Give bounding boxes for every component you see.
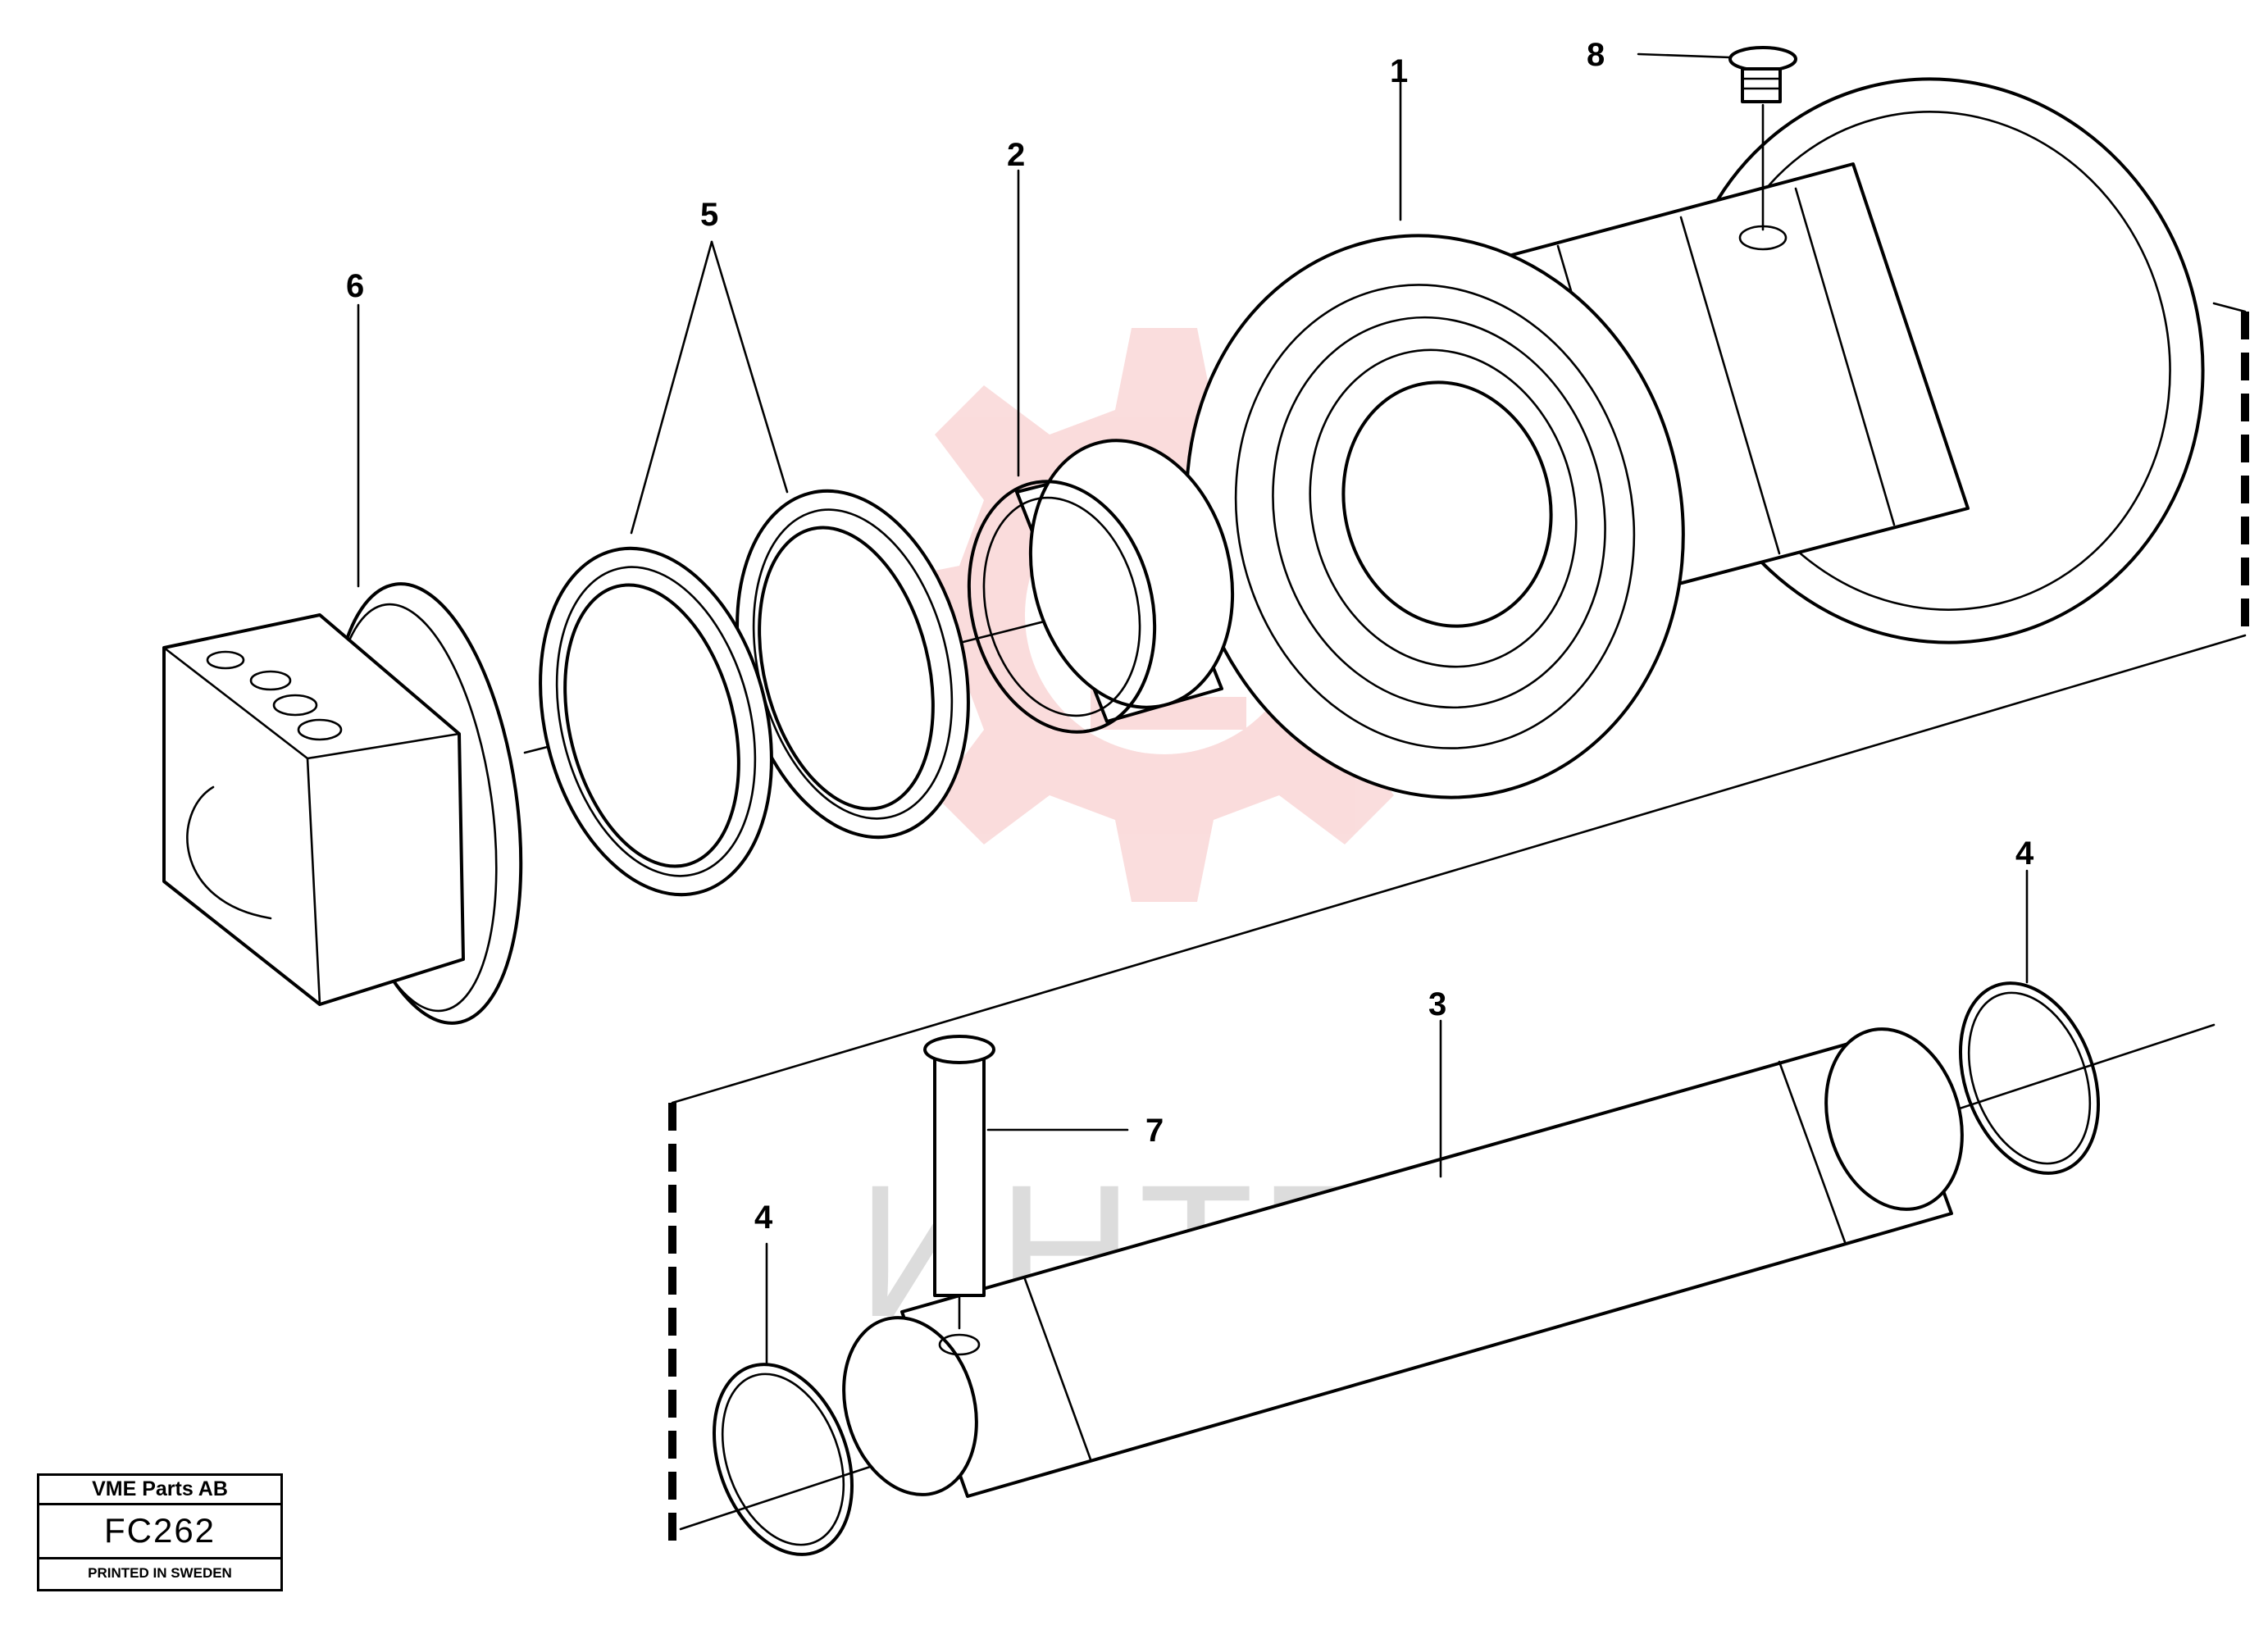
o-ring-left xyxy=(712,1363,854,1556)
callout-2: 2 xyxy=(1007,137,1025,173)
callout-8: 8 xyxy=(1587,37,1605,73)
leader-lines xyxy=(357,52,2029,1365)
title-block-figure-code: FC262 xyxy=(39,1505,280,1559)
title-block: VME Parts AB FC262 PRINTED IN SWEDEN xyxy=(37,1473,283,1591)
callout-3: 3 xyxy=(1428,986,1446,1022)
callout-6: 6 xyxy=(346,268,364,304)
group-bracket xyxy=(668,302,2249,1541)
callout-1: 1 xyxy=(1390,53,1408,89)
tube-pin xyxy=(923,1035,995,1330)
callout-4-right: 4 xyxy=(2015,835,2034,872)
plug-screw xyxy=(1728,46,1797,231)
bearing-bracket xyxy=(162,582,523,1025)
seal-rings xyxy=(539,489,970,897)
o-ring-right xyxy=(1958,981,2101,1175)
callout-7: 7 xyxy=(1145,1113,1164,1149)
callout-4-left: 4 xyxy=(754,1200,773,1236)
callout-5: 5 xyxy=(700,197,718,233)
track-roller-body xyxy=(1185,77,2205,799)
bushing xyxy=(967,439,1235,734)
roller-shaft xyxy=(842,1027,1964,1498)
title-block-company: VME Parts AB xyxy=(39,1476,280,1505)
title-block-print-note: PRINTED IN SWEDEN xyxy=(88,1565,232,1581)
